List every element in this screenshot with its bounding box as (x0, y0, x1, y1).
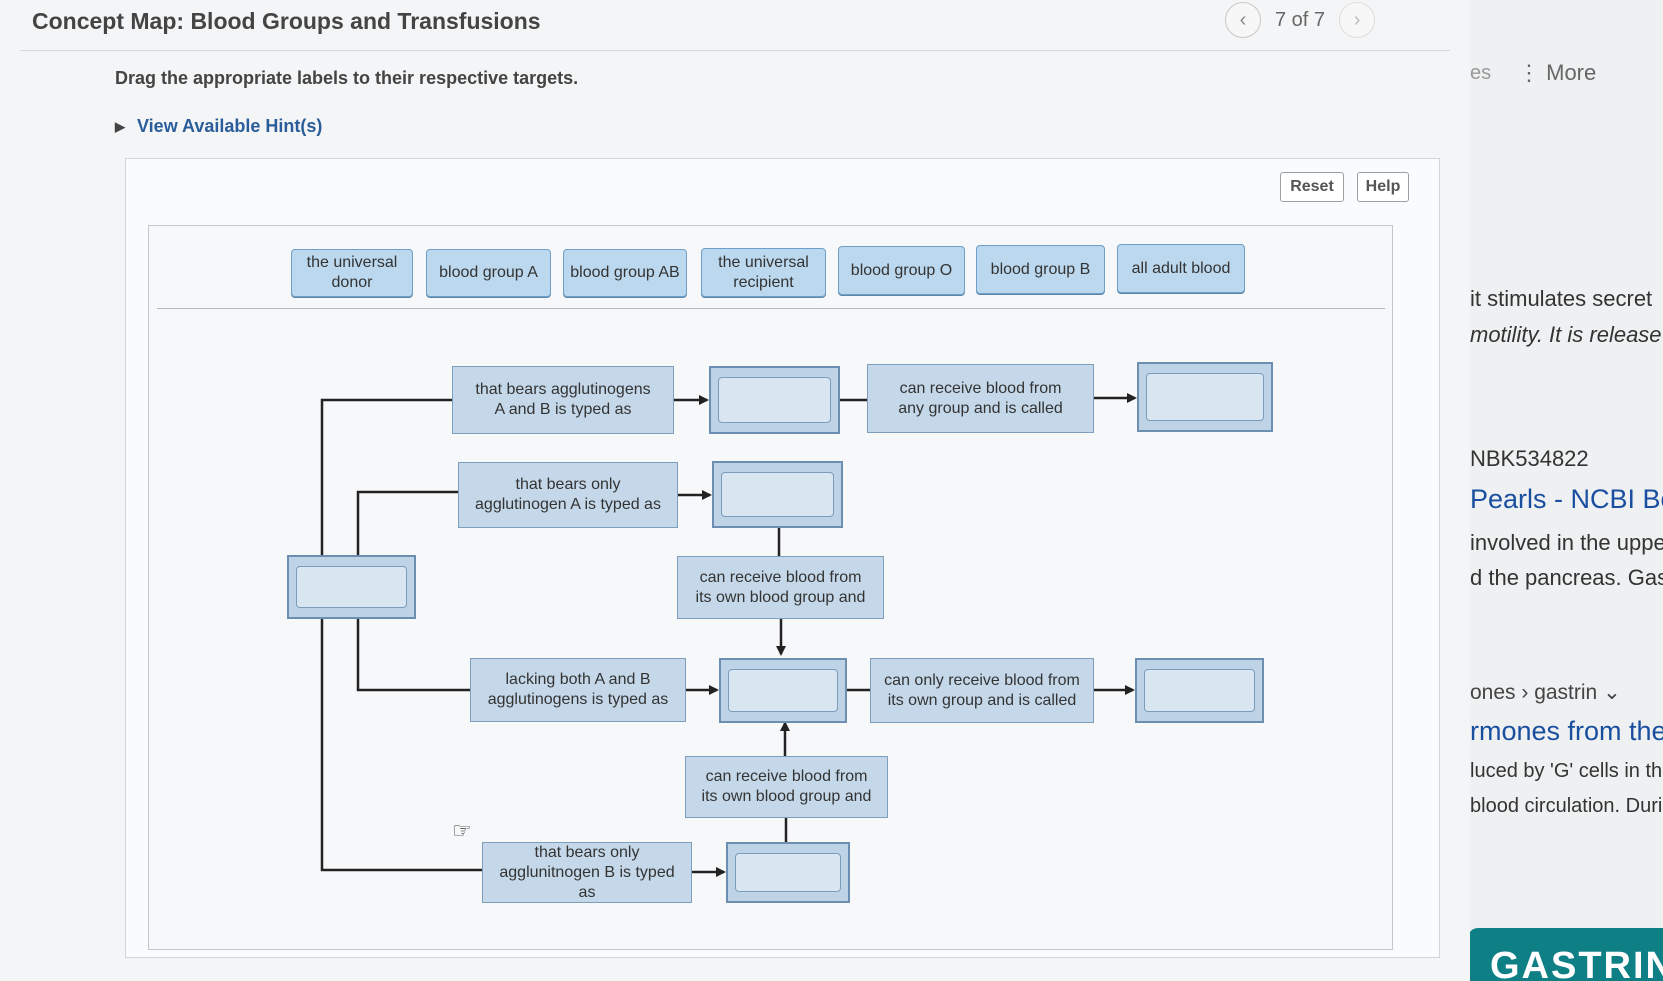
help-button[interactable]: Help (1357, 172, 1409, 202)
drop-slot (721, 472, 834, 517)
label-blood-group-o[interactable]: blood group O (838, 246, 965, 295)
drop-slot (728, 669, 838, 712)
drop-target-universal-donor[interactable] (1135, 658, 1264, 723)
next-item-button[interactable]: › (1339, 2, 1376, 38)
drop-target-blood[interactable] (287, 555, 416, 619)
label-blood-group-b[interactable]: blood group B (976, 245, 1105, 294)
side-browser-panel: es ⋮ More it stimulates secret motility.… (1470, 0, 1663, 981)
label-tray-divider (157, 308, 1385, 309)
prev-item-button[interactable]: ‹ (1225, 2, 1261, 38)
node-o-receive-only: can only receive blood from its own grou… (870, 658, 1094, 723)
drop-target-a-group[interactable] (712, 461, 843, 528)
label-universal-recipient[interactable]: the universal recipient (701, 248, 826, 297)
search-result-link[interactable]: Pearls - NCBI Bo (1470, 484, 1663, 514)
snippet-line: blood circulation. Durin (1470, 795, 1663, 817)
connector-lines (320, 393, 1137, 877)
drop-target-o-group[interactable] (719, 658, 847, 723)
snippet-line: luced by 'G' cells in the (1470, 760, 1663, 782)
drop-slot (718, 377, 831, 423)
label-blood-group-ab[interactable]: blood group AB (563, 249, 687, 297)
label-universal-donor[interactable]: the universal donor (291, 249, 413, 297)
breadcrumb[interactable]: ones › gastrin ⌄ (1470, 681, 1621, 704)
node-b-bears: that bears only agglunitnogen B is typed… (482, 842, 692, 903)
snippet-id: NBK534822 (1470, 446, 1589, 471)
reset-button[interactable]: Reset (1280, 172, 1344, 202)
drop-target-b-group[interactable] (726, 842, 850, 903)
pager-position: 7 of 7 (1275, 8, 1326, 31)
pager: ‹ 7 of 7 › (1225, 2, 1376, 38)
caret-right-icon: ▶ (115, 118, 125, 134)
view-hints-label: View Available Hint(s) (137, 116, 323, 136)
label-blood-group-a[interactable]: blood group A (426, 249, 551, 297)
node-a-receive-own: can receive blood from its own blood gro… (677, 556, 884, 619)
instructions: Drag the appropriate labels to their res… (115, 68, 579, 88)
view-hints-link[interactable]: ▶ View Available Hint(s) (115, 116, 322, 137)
node-a-bears: that bears only agglutinogen A is typed … (458, 462, 678, 528)
drop-slot (296, 566, 407, 608)
side-tab-fragment: es (1470, 62, 1492, 84)
chevron-right-icon: › (1353, 8, 1361, 31)
drop-target-universal-recipient[interactable] (1137, 362, 1273, 432)
drop-slot (735, 853, 841, 892)
node-ab-bears: that bears agglutinogens A and B is type… (452, 366, 674, 434)
more-menu-button[interactable]: ⋮ More (1518, 60, 1597, 85)
page-title: Concept Map: Blood Groups and Transfusio… (32, 8, 541, 34)
drop-target-ab-group[interactable] (709, 366, 840, 434)
node-b-receive-own: can receive blood from its own blood gro… (685, 756, 888, 818)
snippet-line: involved in the uppe (1470, 530, 1663, 555)
drop-slot (1144, 669, 1255, 712)
label-all-adult-blood[interactable]: all adult blood (1117, 244, 1245, 293)
snippet-line: d the pancreas. Gastr (1470, 565, 1663, 590)
gastrin-image-thumbnail[interactable] (1470, 928, 1663, 981)
drop-slot (1146, 373, 1264, 421)
node-ab-receive-any: can receive blood from any group and is … (867, 364, 1094, 433)
snippet-line: motility. It is release (1470, 322, 1662, 347)
gastrin-image-text: GASTRIN (1490, 945, 1663, 981)
title-divider (20, 50, 1450, 51)
search-result-link[interactable]: rmones from the (1470, 716, 1663, 746)
snippet-line: it stimulates secret (1470, 286, 1653, 311)
hand-cursor-icon: ☞ (452, 818, 472, 843)
chevron-left-icon: ‹ (1239, 8, 1247, 31)
node-o-lacking: lacking both A and B agglutinogens is ty… (470, 658, 686, 722)
